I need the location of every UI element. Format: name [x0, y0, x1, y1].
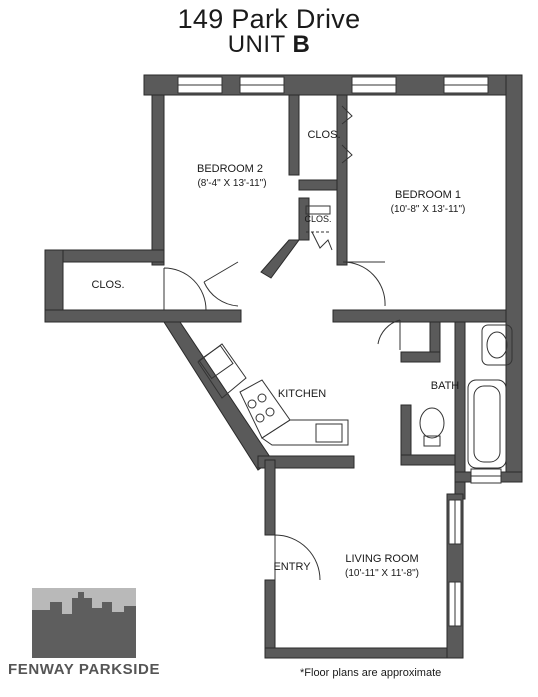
door-entry [274, 534, 321, 581]
wall-bath-bottom [400, 454, 462, 466]
room-labels: BEDROOM 2 (8'-4" X 13'-11") BEDROOM 1 (1… [91, 129, 465, 579]
wall-bed2-right [288, 94, 300, 176]
unit-letter: B [292, 31, 311, 58]
wall-closet-left-bottom [44, 309, 242, 323]
doors [163, 105, 401, 581]
bedroom1-dims: (10'-8" X 13'-11") [391, 204, 466, 215]
bedroom2-name: BEDROOM 2 [197, 163, 263, 175]
bath-sink [481, 324, 513, 366]
wall-closet-small-left [298, 197, 310, 241]
kitchen-label: KITCHEN [278, 388, 326, 400]
door-bedroom1 [342, 261, 386, 307]
walls [44, 74, 523, 659]
wall-right [505, 74, 523, 481]
fixtures [197, 205, 513, 469]
kitchen-counter-lower [261, 419, 349, 446]
plan-address: 149 Park Drive [177, 4, 361, 34]
door-bath [377, 319, 401, 350]
closet-small-shelf [305, 205, 331, 215]
bedroom1-name: BEDROOM 1 [395, 189, 461, 201]
door-bedroom2 [203, 261, 239, 307]
fenway-parkside-logo [32, 588, 136, 658]
entry-label: ENTRY [273, 561, 311, 573]
wall-living-bottom [264, 647, 463, 659]
wall-bath-top [400, 351, 441, 363]
wall-kitchen-diagonal [163, 321, 273, 471]
fridge [198, 344, 234, 380]
wall-bed1-left [336, 94, 348, 266]
wall-closet-shelf [298, 179, 338, 191]
door-closet-small [311, 231, 333, 251]
bath-label: BATH [431, 380, 460, 392]
plan-unit: UNIT B [0, 31, 538, 59]
wall-living-left-upper [264, 459, 276, 536]
closet-small-label: CLOS. [304, 214, 331, 224]
windows [177, 76, 502, 627]
wall-kitchen-bottom [257, 455, 355, 469]
bedroom2-dims: (8'-4" X 13'-11") [197, 178, 266, 189]
brand-name: FENWAY PARKSIDE [8, 661, 161, 678]
living-room-dims: (10'-11" X 11'-8") [345, 568, 419, 579]
bathtub [467, 379, 507, 469]
kitchen-sink [315, 423, 343, 443]
wall-bed2-diagonal [260, 239, 300, 279]
door-closet-left [163, 267, 207, 311]
door-closet-top [341, 105, 353, 164]
wall-living-left-lower [264, 579, 276, 659]
disclaimer-note: *Floor plans are approximate [300, 667, 442, 679]
closet-left-label: CLOS. [91, 279, 124, 291]
unit-prefix: UNIT [227, 31, 293, 58]
toilet [419, 407, 445, 439]
closet-top-label: CLOS. [307, 129, 340, 141]
wall-bedroom2-left [151, 94, 165, 266]
living-room-name: LIVING ROOM [345, 553, 418, 565]
wall-bed1-bottom [332, 309, 507, 323]
